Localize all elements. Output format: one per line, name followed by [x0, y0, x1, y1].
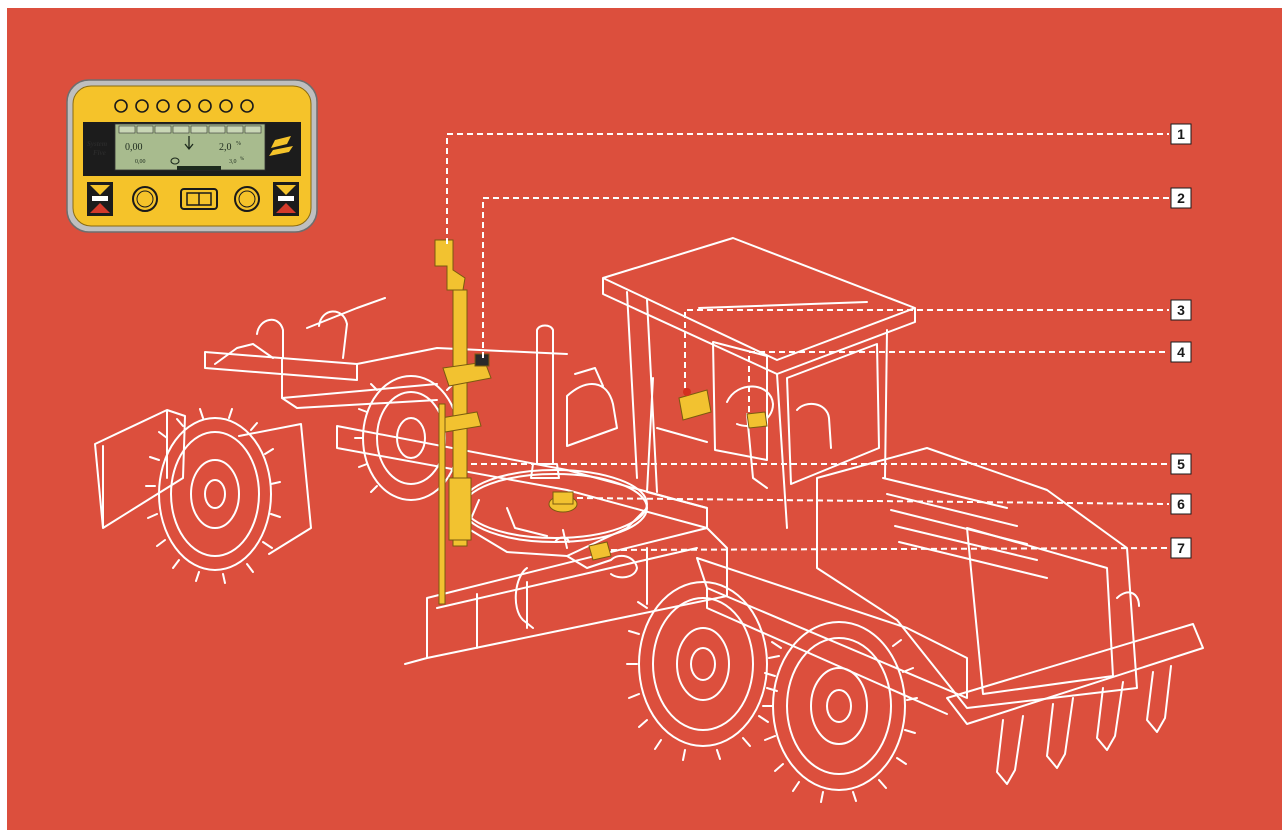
callout-number-4: 4	[1177, 344, 1185, 360]
lcd-left-value: 0,00	[125, 142, 143, 153]
callout-2: 2	[1171, 188, 1191, 208]
lcd-right-unit: %	[236, 141, 241, 147]
switch-icon[interactable]	[181, 189, 217, 209]
callout-number-2: 2	[1177, 190, 1185, 206]
diagram-panel: 1 2 3 4 5 6 7	[7, 8, 1282, 830]
callout-7: 7	[1171, 538, 1191, 558]
lcd-right-sub-value: 3,0	[229, 159, 237, 165]
brand-line-2: Five	[93, 149, 106, 157]
lcd-right-sub-unit: %	[240, 157, 244, 162]
callout-1: 1	[1171, 124, 1191, 144]
callout-3: 3	[1171, 300, 1191, 320]
lcd-left-sub-value: 0,00	[135, 159, 146, 165]
knob-icon[interactable]	[235, 187, 259, 211]
joystick	[747, 412, 767, 428]
lcd-right-value: 2,0	[219, 142, 232, 153]
up-down-arrow-icon[interactable]	[87, 182, 113, 216]
callout-6: 6	[1171, 494, 1191, 514]
sonic-tracker-pole	[439, 404, 445, 604]
callout-number-3: 3	[1177, 302, 1185, 318]
cab-control-box-led	[683, 388, 691, 396]
knob-icon[interactable]	[133, 187, 157, 211]
callout-number-5: 5	[1177, 456, 1185, 472]
control-box-inset: 0,00 2,0 % 0,00 3,0 % System Five	[67, 80, 317, 232]
callout-5: 5	[1171, 454, 1191, 474]
callout-number-7: 7	[1177, 540, 1185, 556]
callout-number-6: 6	[1177, 496, 1185, 512]
callout-number-1: 1	[1177, 126, 1185, 142]
mast-housing	[449, 478, 471, 540]
up-down-arrow-icon[interactable]	[273, 182, 299, 216]
callout-4: 4	[1171, 342, 1191, 362]
brand-line-1: System	[87, 140, 108, 148]
motor-grader-diagram: 1 2 3 4 5 6 7	[7, 8, 1282, 830]
